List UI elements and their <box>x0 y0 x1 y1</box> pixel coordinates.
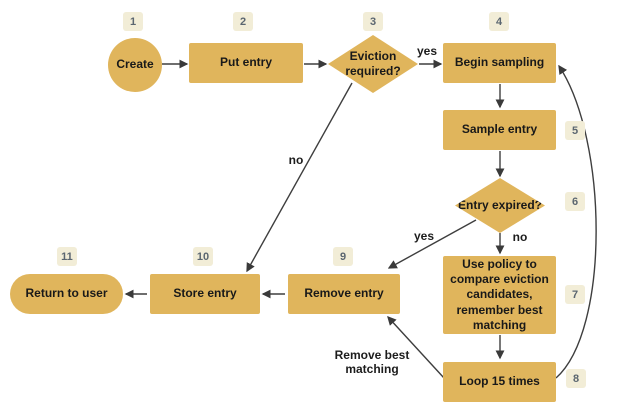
step-badge-4: 4 <box>489 12 509 31</box>
step-badge-3: 3 <box>363 12 383 31</box>
edge-label-no-eviction: no <box>288 153 304 167</box>
edge-label-remove-best-matching: Remove best matching <box>334 348 410 377</box>
step-badge-11: 11 <box>57 247 77 266</box>
node-entry-expired: Entry expired? <box>455 178 545 233</box>
node-put-entry: Put entry <box>189 43 303 83</box>
node-sample-entry: Sample entry <box>443 110 556 150</box>
step-badge-9: 9 <box>333 247 353 266</box>
step-badge-6: 6 <box>565 192 585 211</box>
edge-loop-beginsampling <box>555 64 597 379</box>
step-badge-10: 10 <box>193 247 213 266</box>
step-badge-2: 2 <box>233 12 253 31</box>
edge-eviction-no-storeentry <box>246 82 353 273</box>
step-badge-1: 1 <box>123 12 143 31</box>
node-loop-15-times: Loop 15 times <box>443 362 556 402</box>
node-use-policy: Use policy to compare eviction candidate… <box>443 256 556 334</box>
edge-label-yes-expired: yes <box>413 229 435 243</box>
step-badge-5: 5 <box>565 121 585 140</box>
node-return-to-user: Return to user <box>10 274 123 314</box>
node-store-entry: Store entry <box>150 274 260 314</box>
node-create: Create <box>108 38 162 92</box>
edge-label-yes-eviction: yes <box>416 44 438 58</box>
node-begin-sampling: Begin sampling <box>443 43 556 83</box>
node-remove-entry: Remove entry <box>288 274 400 314</box>
step-badge-8: 8 <box>566 369 586 388</box>
step-badge-7: 7 <box>565 285 585 304</box>
node-eviction-required: Eviction required? <box>328 35 418 93</box>
edge-label-no-expired: no <box>512 230 528 244</box>
